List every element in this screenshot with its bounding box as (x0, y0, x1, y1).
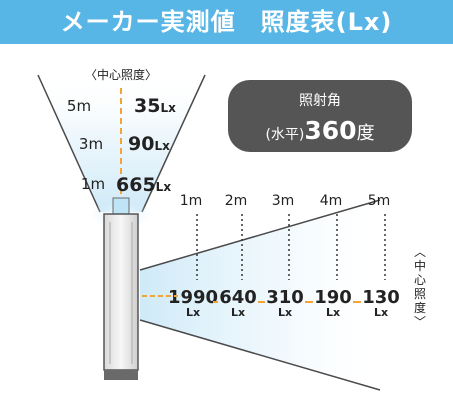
beam-angle-value: 360 (304, 116, 356, 145)
page-title: メーカー実測値 照度表(Lx) (0, 0, 453, 44)
horizontal-illuminance-unit: Lx (326, 306, 340, 319)
svg-text:35Lx: 35Lx (134, 95, 176, 117)
horizontal-distance-label: 5m (368, 193, 391, 209)
vertical-unit-5m: Lx (160, 101, 176, 115)
vertical-value-1m: 665 (116, 174, 156, 196)
vertical-value-5m: 35 (134, 95, 160, 117)
vertical-distance-5m: 5m (67, 97, 91, 115)
horizontal-illuminance-value: 190 (314, 287, 352, 308)
horizontal-distance-label: 4m (320, 193, 343, 209)
beam-angle-prefix: (水平) (265, 127, 304, 143)
lamp-head (112, 197, 130, 215)
horizontal-center-illuminance-label: ︿中心照度﹀ (414, 245, 426, 329)
lamp-body (103, 213, 139, 371)
horizontal-illuminance-value: 310 (266, 287, 304, 308)
horizontal-distance-label: 3m (272, 193, 295, 209)
beam-angle-title: 照射角 (299, 93, 341, 109)
horizontal-light-beam (140, 200, 380, 390)
vertical-distance-3m: 3m (79, 135, 103, 153)
horizontal-beam-edge-bottom (139, 319, 381, 391)
horizontal-illuminance-unit: Lx (186, 306, 200, 319)
svg-text:(水平)360度: (水平)360度 (265, 116, 374, 145)
horizontal-illuminance-unit: Lx (278, 306, 292, 319)
beam-angle-suffix: 度 (357, 123, 375, 144)
svg-text:90Lx: 90Lx (128, 133, 170, 155)
vertical-unit-1m: Lx (156, 180, 172, 194)
upward-beam-edge-left (37, 74, 101, 213)
svg-text:︿中心照度﹀: ︿中心照度﹀ (414, 245, 426, 329)
svg-text:665Lx: 665Lx (116, 174, 171, 196)
horizontal-distance-label: 2m (225, 193, 248, 209)
vertical-center-illuminance-label: 〈中心照度〉 (85, 67, 157, 82)
vertical-value-3m: 90 (128, 133, 154, 155)
horizontal-illuminance-value: 1990 (168, 287, 218, 308)
horizontal-illuminance-unit: Lx (374, 306, 388, 319)
upward-beam-edge-right (141, 74, 206, 213)
vertical-unit-3m: Lx (154, 139, 170, 153)
horizontal-illuminance-value: 640 (219, 287, 257, 308)
horizontal-beam-edge-top (139, 199, 381, 271)
beam-angle-badge (228, 80, 412, 152)
horizontal-illuminance-unit: Lx (231, 306, 245, 319)
horizontal-illuminance-value: 130 (362, 287, 400, 308)
horizontal-distance-label: 1m (180, 193, 203, 209)
lamp-base (104, 370, 138, 380)
vertical-distance-1m: 1m (81, 175, 105, 193)
